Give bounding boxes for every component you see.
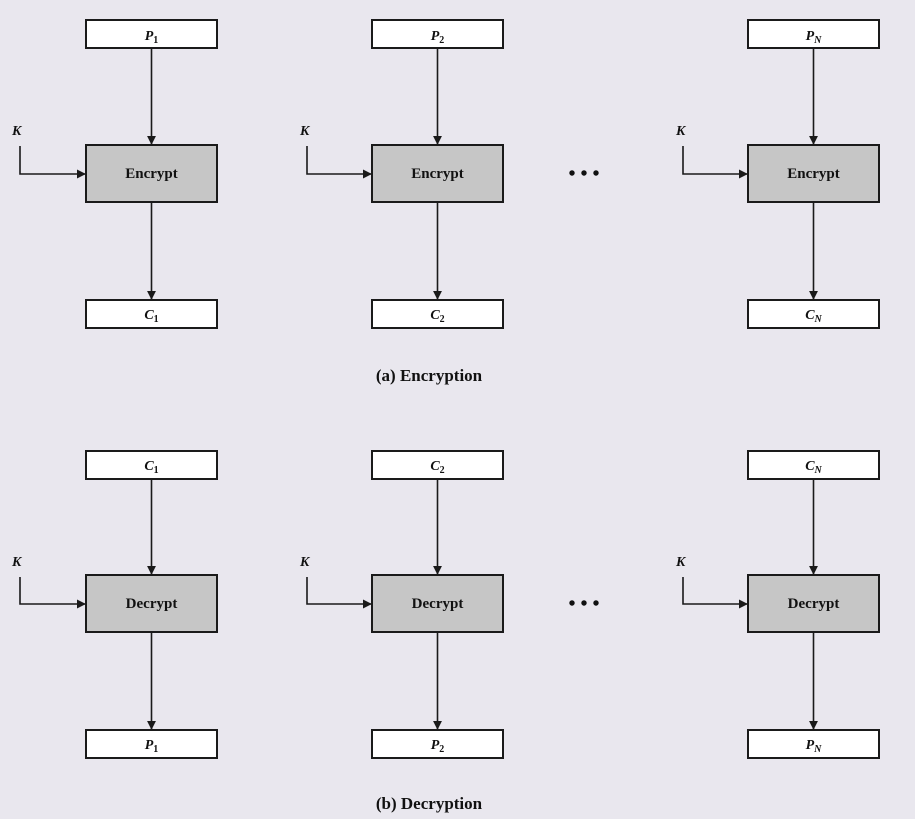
plaintext-label-1: P1 (145, 29, 159, 46)
plaintext-output-box-2 (371, 729, 504, 759)
ciphertext-box-2 (371, 299, 504, 329)
ciphertext-label-n: CN (805, 308, 822, 325)
key-label-n: K (675, 124, 687, 139)
ciphertext-input-label-1: C1 (144, 459, 158, 476)
encryption-column-1: P1 K Encrypt C1 (11, 19, 218, 329)
decrypt-block-n (747, 574, 880, 633)
decrypt-label-1: Decrypt (126, 596, 178, 612)
decryption-column-1: C1 K Decrypt P1 (11, 450, 218, 759)
key-arrow-n (682, 146, 748, 179)
ciphertext-input-label-n: CN (805, 459, 822, 476)
encrypt-label-n: Encrypt (787, 166, 840, 182)
encrypt-label-2: Encrypt (411, 166, 464, 182)
decryption-section: C1 K Decrypt P1 C2 K Decrypt P2 • • • (11, 450, 880, 813)
encrypt-label-1: Encrypt (125, 166, 178, 182)
decrypt-key-arrow-2 (306, 577, 372, 609)
ciphertext-box-n (747, 299, 880, 329)
key-arrow-2 (306, 146, 372, 179)
decryption-column-2: C2 K Decrypt P2 (299, 450, 504, 759)
key-arrow-1 (19, 146, 86, 179)
ciphertext-input-label-2: C2 (430, 459, 444, 476)
plaintext-output-label-1: P1 (145, 738, 159, 755)
encryption-column-2: P2 K Encrypt C2 (299, 19, 504, 329)
key-label-1: K (11, 124, 23, 139)
ciphertext-box-1 (85, 299, 218, 329)
plaintext-label-2: P2 (431, 29, 445, 46)
decrypt-key-arrow-n (682, 577, 748, 609)
ciphertext-input-box-2 (371, 450, 504, 480)
decrypt-key-label-n: K (675, 555, 687, 570)
encryption-column-n: PN K Encrypt CN (675, 19, 880, 329)
decryption-ellipsis: • • • (568, 593, 599, 615)
decrypt-block-2 (371, 574, 504, 633)
decrypt-key-label-2: K (299, 555, 311, 570)
encrypt-block-n (747, 144, 880, 203)
encryption-caption: (a) Encryption (376, 366, 483, 385)
decrypt-label-2: Decrypt (412, 596, 464, 612)
encryption-ellipsis: • • • (568, 163, 599, 185)
ciphertext-input-box-1 (85, 450, 218, 480)
plaintext-output-label-n: PN (806, 738, 823, 755)
plaintext-label-n: PN (806, 29, 823, 46)
decryption-column-n: CN K Decrypt PN (675, 450, 880, 759)
ciphertext-label-1: C1 (144, 308, 158, 325)
plaintext-box-n (747, 19, 880, 49)
plaintext-output-box-n (747, 729, 880, 759)
decryption-caption: (b) Decryption (376, 794, 483, 813)
key-label-2: K (299, 124, 311, 139)
decrypt-key-arrow-1 (19, 577, 86, 609)
decrypt-block-1 (85, 574, 218, 633)
ciphertext-label-2: C2 (430, 308, 444, 325)
plaintext-output-label-2: P2 (431, 738, 445, 755)
plaintext-output-box-1 (85, 729, 218, 759)
decrypt-label-n: Decrypt (788, 596, 840, 612)
encryption-section: P1 K Encrypt C1 P2 K Encrypt C2 • • • (11, 19, 880, 385)
decrypt-key-label-1: K (11, 555, 23, 570)
